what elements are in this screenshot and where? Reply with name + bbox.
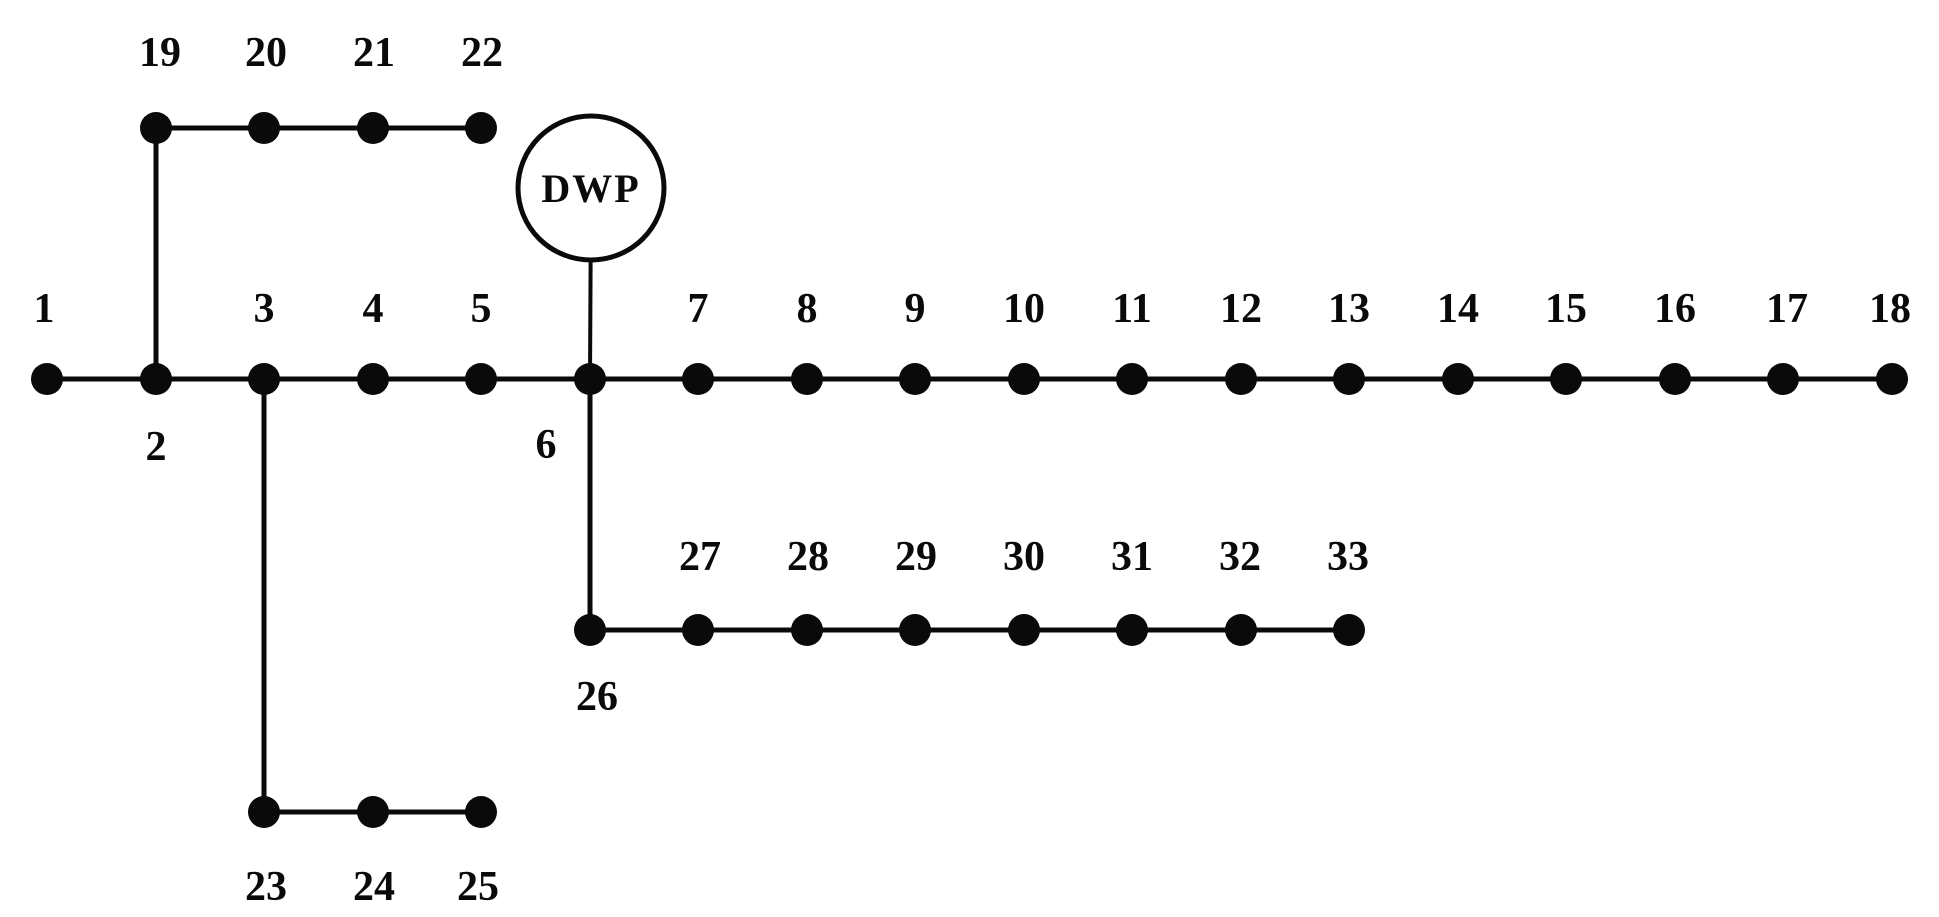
node-label-23: 23: [245, 864, 287, 910]
node-dot-8: [791, 363, 823, 395]
node-dot-12: [1225, 363, 1257, 395]
node-label-22: 22: [461, 30, 503, 76]
node-label-29: 29: [895, 534, 937, 580]
node-dot-19: [140, 112, 172, 144]
node-dot-17: [1767, 363, 1799, 395]
node-dot-15: [1550, 363, 1582, 395]
node-dot-29: [899, 614, 931, 646]
node-dot-13: [1333, 363, 1365, 395]
node-dot-3: [248, 363, 280, 395]
dwp-generator-label: DWP: [541, 166, 640, 211]
node-dot-26: [574, 614, 606, 646]
node-label-24: 24: [353, 864, 395, 910]
node-label-13: 13: [1328, 286, 1370, 332]
node-label-25: 25: [457, 864, 499, 910]
node-label-27: 27: [679, 534, 721, 580]
node-dot-4: [357, 363, 389, 395]
node-label-2: 2: [146, 424, 167, 470]
node-dot-28: [791, 614, 823, 646]
node-label-5: 5: [471, 286, 492, 332]
node-dot-9: [899, 363, 931, 395]
node-dot-27: [682, 614, 714, 646]
dwp-generator-circle: [515, 113, 667, 263]
node-dot-5: [465, 363, 497, 395]
node-label-4: 4: [363, 286, 384, 332]
node-label-9: 9: [905, 286, 926, 332]
node-dot-16: [1659, 363, 1691, 395]
node-label-15: 15: [1545, 286, 1587, 332]
node-dot-31: [1116, 614, 1148, 646]
node-dot-14: [1442, 363, 1474, 395]
node-label-1: 1: [34, 286, 55, 332]
node-label-14: 14: [1437, 286, 1479, 332]
node-label-19: 19: [139, 30, 181, 76]
node-label-16: 16: [1654, 286, 1696, 332]
node-dot-18: [1876, 363, 1908, 395]
node-label-21: 21: [353, 30, 395, 76]
node-dot-23: [248, 796, 280, 828]
node-label-26: 26: [576, 674, 618, 720]
node-dot-21: [357, 112, 389, 144]
node-dot-11: [1116, 363, 1148, 395]
node-label-6: 6: [536, 422, 557, 468]
node-dot-6: [574, 363, 606, 395]
node-dot-1: [31, 363, 63, 395]
node-label-28: 28: [787, 534, 829, 580]
node-dot-24: [357, 796, 389, 828]
node-dot-32: [1225, 614, 1257, 646]
node-label-31: 31: [1111, 534, 1153, 580]
node-label-8: 8: [797, 286, 818, 332]
node-label-11: 11: [1112, 286, 1152, 332]
node-label-3: 3: [254, 286, 275, 332]
node-label-30: 30: [1003, 534, 1045, 580]
node-label-10: 10: [1003, 286, 1045, 332]
node-dot-2: [140, 363, 172, 395]
node-dot-7: [682, 363, 714, 395]
node-label-20: 20: [245, 30, 287, 76]
node-dot-10: [1008, 363, 1040, 395]
node-label-12: 12: [1220, 286, 1262, 332]
node-label-7: 7: [688, 286, 709, 332]
node-dot-33: [1333, 614, 1365, 646]
node-label-18: 18: [1869, 286, 1911, 332]
node-dot-25: [465, 796, 497, 828]
node-label-17: 17: [1766, 286, 1808, 332]
node-label-32: 32: [1219, 534, 1261, 580]
node-dot-20: [248, 112, 280, 144]
node-dot-22: [465, 112, 497, 144]
node-dot-30: [1008, 614, 1040, 646]
node-label-33: 33: [1327, 534, 1369, 580]
